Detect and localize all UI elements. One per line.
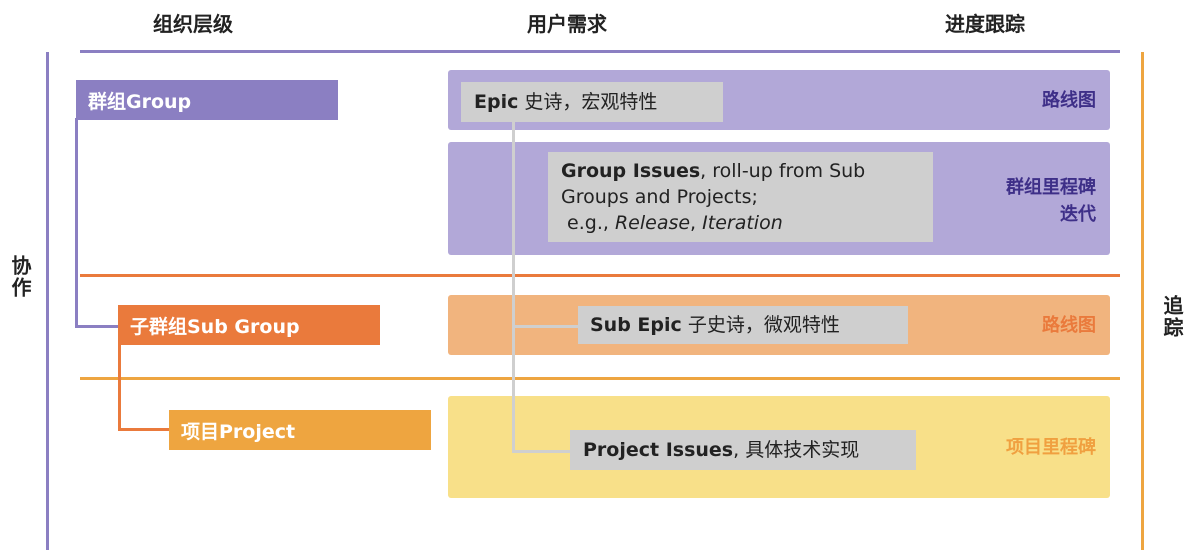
sub-epic-desc: 子史诗，微观特性 xyxy=(681,314,840,336)
group-issues-box: Group Issues, roll-up from Sub Groups an… xyxy=(548,152,933,242)
subgroup-roadmap-label: 路线图 xyxy=(1042,315,1096,336)
subgroup-divider xyxy=(80,274,1120,277)
group-issues-title: Group Issues xyxy=(561,160,701,182)
epic-title: Epic xyxy=(474,91,519,113)
group-milestone-label: 群组里程碑 迭代 xyxy=(1006,174,1096,228)
subgroup-label: 子群组Sub Group xyxy=(130,315,300,338)
subgroup-box: 子群组Sub Group xyxy=(118,305,380,345)
project-issues-box: Project Issues, 具体技术实现 xyxy=(570,430,916,470)
release-text: Release xyxy=(614,212,691,234)
subgroup-connector-horizontal xyxy=(118,428,170,431)
group-milestone-line2: 迭代 xyxy=(1060,204,1096,225)
header-progress-tracking: 进度跟踪 xyxy=(945,12,1025,36)
header-user-needs: 用户需求 xyxy=(527,12,607,36)
project-label: 项目Project xyxy=(181,420,296,443)
roadmap-label: 路线图 xyxy=(1042,90,1096,111)
iteration-text: Iteration xyxy=(702,212,783,234)
group-issues-line1: , roll-up from Sub xyxy=(700,160,866,182)
group-issues-line2: Groups and Projects; xyxy=(561,186,758,208)
top-divider xyxy=(80,50,1120,53)
project-box: 项目Project xyxy=(169,410,431,450)
project-milestone-label: 项目里程碑 xyxy=(1006,437,1096,458)
sub-epic-box: Sub Epic 子史诗，微观特性 xyxy=(578,306,908,344)
group-issues-eg: e.g., xyxy=(561,212,615,234)
collaboration-label: 协作 xyxy=(8,255,32,299)
epic-flow-connector xyxy=(512,120,515,452)
tracking-label: 追踪 xyxy=(1160,295,1184,339)
project-divider xyxy=(80,377,1120,380)
group-box: 群组Group xyxy=(76,80,338,120)
epic-to-issues-connector xyxy=(512,450,570,453)
collaboration-axis xyxy=(46,52,49,550)
epic-box: Epic 史诗，宏观特性 xyxy=(461,82,723,122)
epic-to-subepic-connector xyxy=(512,325,578,328)
group-issues-sep: , xyxy=(690,212,703,234)
tracking-axis xyxy=(1141,52,1144,550)
subgroup-connector-vertical xyxy=(118,343,121,430)
epic-desc: 史诗，宏观特性 xyxy=(518,91,658,113)
header-org-levels: 组织层级 xyxy=(153,12,233,36)
project-issues-title: Project Issues xyxy=(583,439,734,461)
group-label: 群组Group xyxy=(88,90,192,113)
group-connector-horizontal xyxy=(75,325,120,328)
project-issues-desc: , 具体技术实现 xyxy=(733,439,860,461)
group-milestone-line1: 群组里程碑 xyxy=(1006,177,1096,198)
sub-epic-title: Sub Epic xyxy=(590,314,682,336)
group-connector-vertical xyxy=(75,118,78,328)
